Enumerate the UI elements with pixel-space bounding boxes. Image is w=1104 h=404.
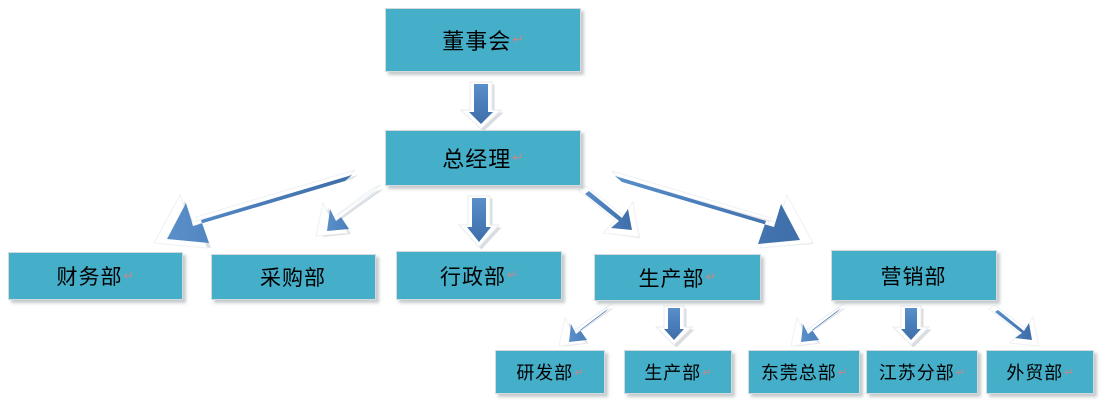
pilcrow-mark: ↵ [512, 32, 524, 48]
pilcrow-mark: ↵ [955, 365, 966, 379]
node-rnd-department[interactable]: 研发部↵ [495, 350, 605, 394]
pilcrow-mark: ↵ [702, 365, 712, 379]
connector-production-to-rnd [558, 303, 615, 347]
node-procurement-department-label: 采购部 [260, 266, 326, 290]
pilcrow-mark: ↵ [512, 150, 524, 166]
pilcrow-mark: ↵ [837, 365, 848, 379]
node-general-manager[interactable]: 总经理↵ [385, 130, 581, 186]
node-production-department-label: 生产部 [638, 266, 705, 291]
node-procurement-department[interactable]: 采购部 [211, 254, 376, 300]
node-administration-department[interactable]: 行政部↵ [396, 251, 562, 300]
node-marketing-department[interactable]: 营销部 [831, 250, 997, 301]
node-production-department[interactable]: 生产部↵ [594, 254, 761, 301]
node-finance-department[interactable]: 财务部↵ [8, 252, 183, 300]
connector-marketing-to-dongguan [790, 303, 847, 347]
node-board-label: 董事会 [442, 29, 512, 54]
node-foreign-trade-department-label: 外贸部 [1006, 363, 1064, 383]
connector-gm-to-admin [457, 195, 502, 250]
node-dongguan-headquarters[interactable]: 东莞总部↵ [748, 350, 860, 394]
node-production-sub-department-label: 生产部 [644, 363, 702, 383]
node-administration-department-label: 行政部 [440, 264, 507, 289]
connector-board-to-gm [459, 81, 504, 132]
connector-gm-to-procurement [315, 184, 384, 237]
connector-marketing-to-jiangsu [891, 305, 932, 348]
pilcrow-mark: ↵ [507, 268, 518, 283]
node-marketing-department-label: 营销部 [880, 264, 947, 289]
pilcrow-mark: ↵ [123, 268, 135, 284]
connector-gm-to-finance [153, 169, 358, 249]
node-rnd-department-label: 研发部 [516, 363, 574, 383]
node-dongguan-headquarters-label: 东莞总部 [760, 363, 837, 383]
pilcrow-mark: ↵ [1064, 365, 1074, 379]
connector-marketing-to-trade [988, 304, 1040, 347]
node-general-manager-label: 总经理 [442, 147, 512, 172]
node-production-sub-department[interactable]: 生产部↵ [624, 350, 732, 394]
pilcrow-mark: ↵ [705, 270, 717, 285]
node-jiangsu-branch-label: 江苏分部 [878, 363, 955, 383]
node-board[interactable]: 董事会↵ [385, 8, 581, 72]
node-finance-department-label: 财务部 [56, 265, 123, 289]
node-jiangsu-branch[interactable]: 江苏分部↵ [866, 350, 978, 394]
connector-production-to-prod2 [654, 305, 695, 348]
connector-gm-to-production [577, 185, 640, 238]
pilcrow-mark: ↵ [574, 365, 584, 379]
connector-gm-to-marketing [611, 170, 814, 249]
node-foreign-trade-department[interactable]: 外贸部↵ [986, 350, 1094, 394]
